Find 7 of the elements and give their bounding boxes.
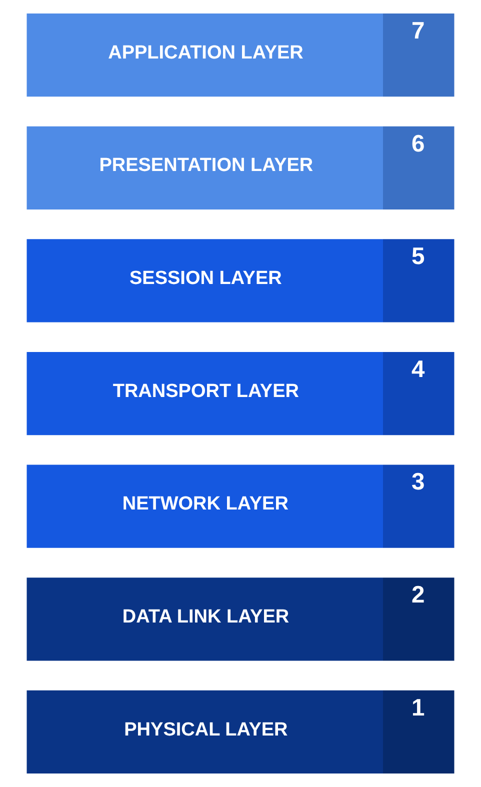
node-label: 1	[412, 694, 425, 722]
node-label: 6	[412, 130, 425, 158]
node-label: 3	[412, 468, 425, 496]
node-label: 7	[412, 17, 425, 44]
node-label: 4	[412, 356, 425, 383]
node-label: 2	[412, 582, 425, 608]
node-label: 5	[412, 243, 425, 270]
